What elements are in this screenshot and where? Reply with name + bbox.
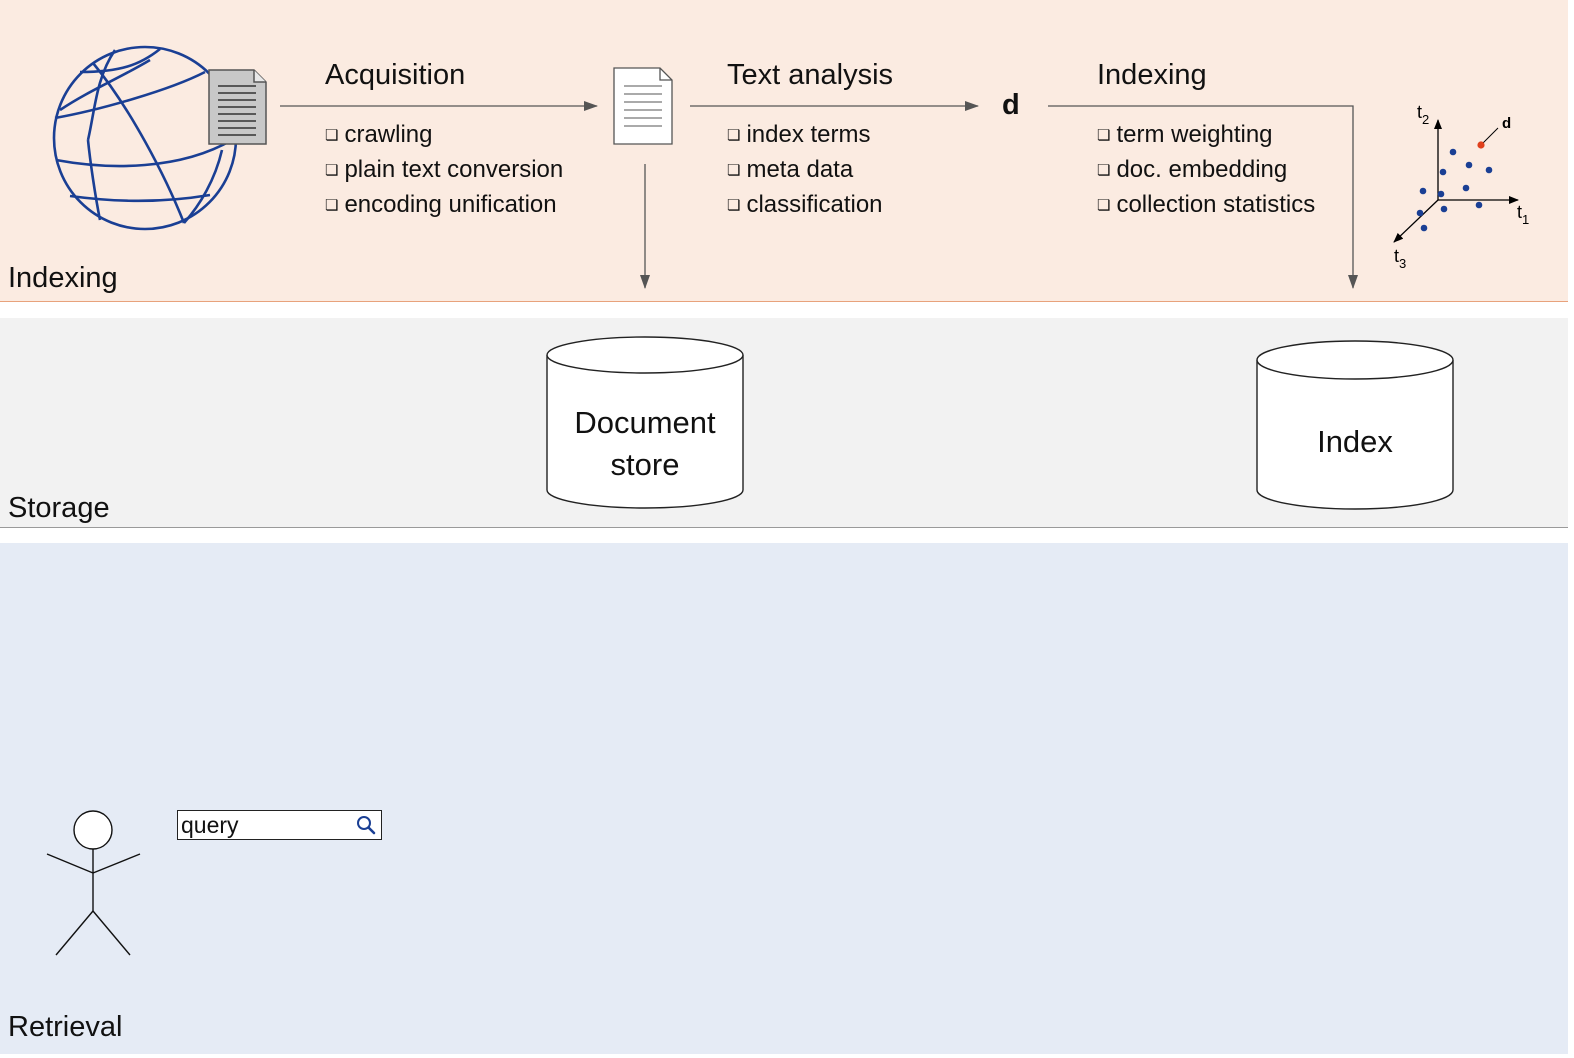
query-text: query (181, 812, 239, 838)
doc-point (1477, 141, 1485, 149)
list-item: plain text conversion (325, 154, 563, 189)
document-store-cylinder (546, 336, 744, 509)
index-label: Index (1317, 424, 1393, 459)
doc-point-label: d (1502, 115, 1511, 132)
arrow-to-index (1048, 105, 1358, 289)
list-item: doc. embedding (1097, 154, 1315, 189)
axis-t3-label: t3 (1394, 246, 1406, 271)
vector-space-plot: t2 t1 t3 d (1393, 102, 1529, 271)
retrieval-band (0, 543, 1568, 1054)
user-icon (46, 810, 141, 956)
acquisition-list: crawling plain text conversion encoding … (325, 119, 563, 224)
list-item: meta data (727, 154, 883, 189)
text-analysis-list: index terms meta data classification (727, 119, 883, 224)
storage-band-label: Storage (8, 492, 110, 524)
document-store-label: Document store (547, 402, 743, 486)
index-cylinder (1256, 340, 1454, 510)
search-icon[interactable] (355, 814, 377, 841)
document-store-label-line1: Document (574, 405, 716, 440)
document-icon (613, 67, 673, 145)
list-item: term weighting (1097, 119, 1315, 154)
list-item: collection statistics (1097, 189, 1315, 224)
axis-t2-label: t2 (1417, 102, 1429, 127)
search-input[interactable]: query (177, 810, 382, 840)
document-symbol: d (1002, 89, 1020, 121)
globe-icon (52, 45, 238, 231)
indexing-title: Indexing (1097, 59, 1207, 91)
text-analysis-title: Text analysis (727, 59, 894, 91)
list-item: encoding unification (325, 189, 563, 224)
list-item: index terms (727, 119, 883, 154)
acquisition-title: Acquisition (325, 59, 466, 91)
axis-t1-label: t1 (1517, 202, 1529, 227)
list-item: crawling (325, 119, 563, 154)
document-store-label-line2: store (610, 447, 680, 482)
web-document-icon (208, 69, 267, 145)
indexing-list: term weighting doc. embedding collection… (1097, 119, 1315, 224)
indexing-band-label: Indexing (8, 262, 118, 294)
list-item: classification (727, 189, 882, 224)
retrieval-band-label: Retrieval (8, 1011, 123, 1043)
